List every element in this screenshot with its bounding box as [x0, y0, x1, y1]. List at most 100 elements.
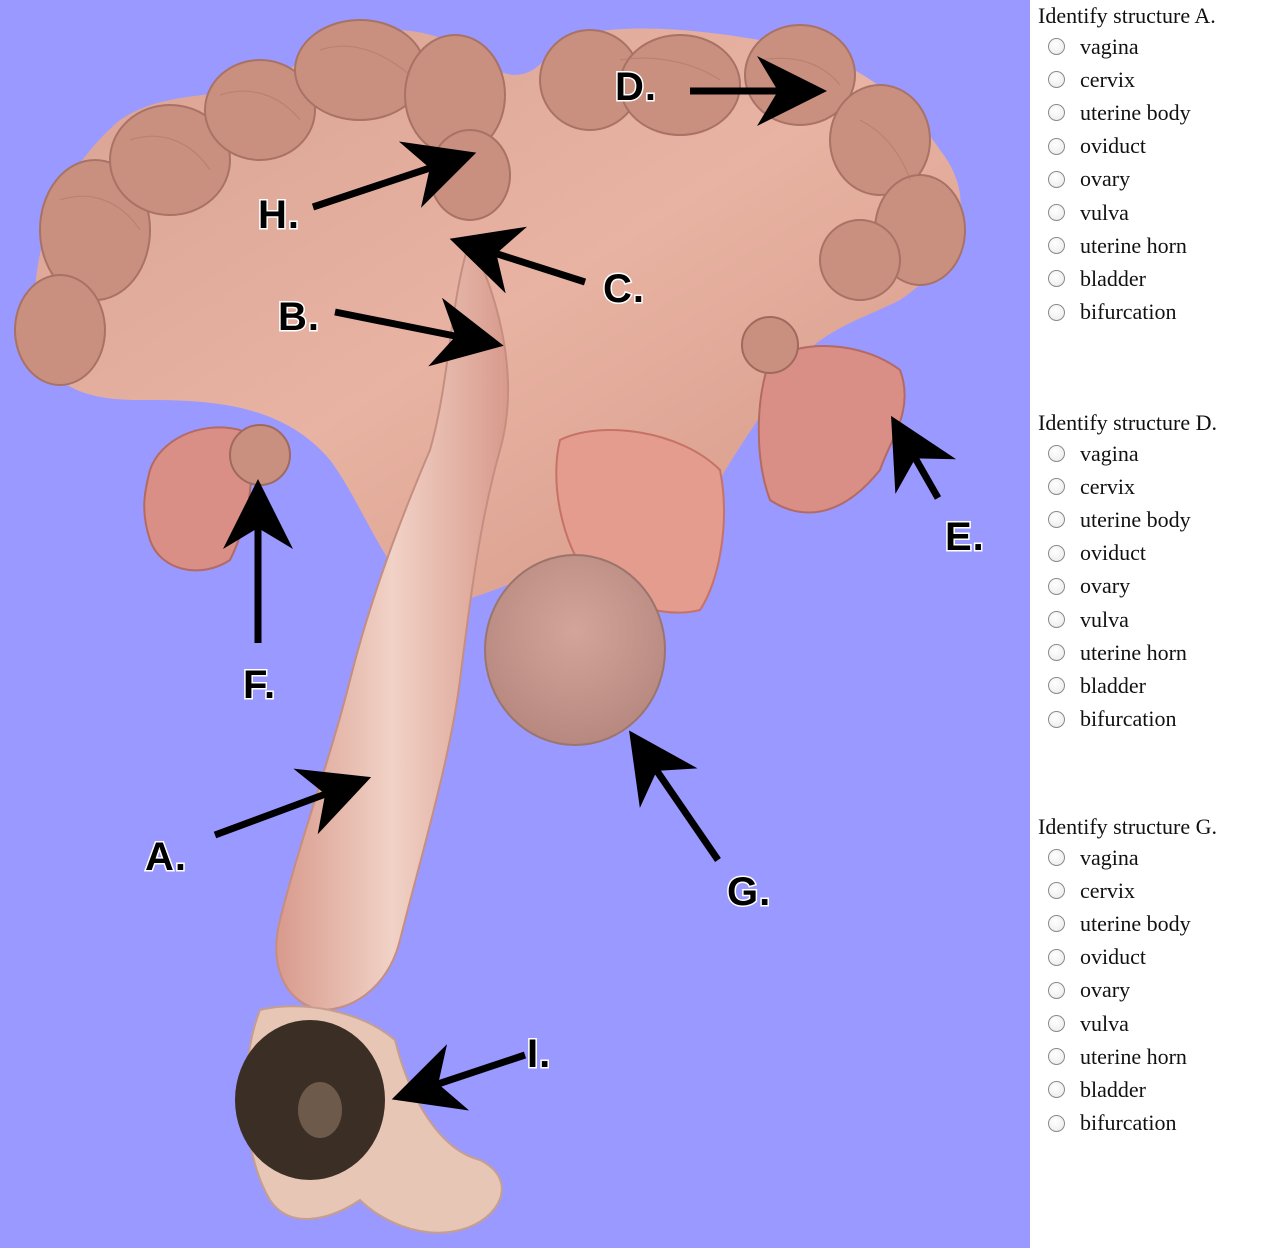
- option-cervix[interactable]: cervix: [1038, 470, 1276, 503]
- option-label: cervix: [1080, 877, 1135, 903]
- option-uterine-body[interactable]: uterine body: [1038, 96, 1276, 129]
- radio-button[interactable]: [1048, 237, 1065, 255]
- option-label: vagina: [1080, 440, 1139, 466]
- option-bladder[interactable]: bladder: [1038, 669, 1276, 702]
- option-label: bifurcation: [1080, 706, 1177, 732]
- radio-button[interactable]: [1048, 915, 1065, 933]
- radio-button[interactable]: [1048, 1081, 1065, 1099]
- question-prompt: Identify structure D.: [1038, 410, 1217, 435]
- option-ovary[interactable]: ovary: [1038, 163, 1276, 196]
- option-oviduct[interactable]: oviduct: [1038, 130, 1276, 163]
- option-label: uterine horn: [1080, 1043, 1187, 1069]
- option-bifurcation[interactable]: bifurcation: [1038, 1107, 1276, 1140]
- option-label: bladder: [1080, 672, 1146, 698]
- radio-button[interactable]: [1048, 882, 1065, 900]
- annotation-arrows: [213, 56, 957, 1111]
- option-label: ovary: [1080, 166, 1131, 192]
- question-g: Identify structure G. vagina cervix uter…: [1038, 813, 1276, 1140]
- option-label: uterine horn: [1080, 639, 1187, 665]
- option-label: oviduct: [1080, 540, 1146, 566]
- radio-button[interactable]: [1048, 71, 1065, 89]
- radio-button[interactable]: [1048, 478, 1065, 496]
- option-bifurcation[interactable]: bifurcation: [1038, 703, 1276, 736]
- radio-button[interactable]: [1048, 849, 1065, 867]
- option-vagina[interactable]: vagina: [1038, 30, 1276, 63]
- options-list: vagina cervix uterine body oviduct ovary…: [1038, 841, 1276, 1140]
- radio-button[interactable]: [1048, 511, 1065, 529]
- radio-button[interactable]: [1048, 710, 1065, 728]
- label-b: B.: [278, 295, 320, 339]
- radio-button[interactable]: [1048, 544, 1065, 562]
- radio-button[interactable]: [1048, 1114, 1065, 1132]
- radio-button[interactable]: [1048, 303, 1065, 321]
- radio-button[interactable]: [1048, 170, 1065, 188]
- option-bladder[interactable]: bladder: [1038, 262, 1276, 295]
- radio-button[interactable]: [1048, 1048, 1065, 1066]
- radio-button[interactable]: [1048, 981, 1065, 999]
- option-vulva[interactable]: vulva: [1038, 196, 1276, 229]
- option-label: oviduct: [1080, 133, 1146, 159]
- option-ovary[interactable]: ovary: [1038, 974, 1276, 1007]
- option-uterine-horn[interactable]: uterine horn: [1038, 1040, 1276, 1073]
- option-label: vulva: [1080, 1010, 1129, 1036]
- option-oviduct[interactable]: oviduct: [1038, 537, 1276, 570]
- radio-button[interactable]: [1048, 104, 1065, 122]
- label-i: I.: [527, 1032, 551, 1076]
- label-h: H.: [258, 193, 300, 237]
- label-a: A.: [145, 835, 187, 879]
- radio-button[interactable]: [1048, 577, 1065, 595]
- option-label: vulva: [1080, 606, 1129, 632]
- option-bifurcation[interactable]: bifurcation: [1038, 296, 1276, 329]
- option-label: vagina: [1080, 33, 1139, 59]
- option-vagina[interactable]: vagina: [1038, 437, 1276, 470]
- option-label: bifurcation: [1080, 1110, 1177, 1136]
- option-label: bladder: [1080, 1076, 1146, 1102]
- label-f: F.: [243, 663, 276, 707]
- option-label: uterine horn: [1080, 232, 1187, 258]
- radio-button[interactable]: [1048, 644, 1065, 662]
- option-bladder[interactable]: bladder: [1038, 1073, 1276, 1106]
- radio-button[interactable]: [1048, 38, 1065, 56]
- question-prompt: Identify structure A.: [1038, 3, 1216, 28]
- option-label: ovary: [1080, 977, 1131, 1003]
- right-oviduct: [757, 345, 906, 514]
- option-label: bladder: [1080, 265, 1146, 291]
- radio-button[interactable]: [1048, 270, 1065, 288]
- option-ovary[interactable]: ovary: [1038, 570, 1276, 603]
- radio-button[interactable]: [1048, 1015, 1065, 1033]
- radio-button[interactable]: [1048, 677, 1065, 695]
- option-oviduct[interactable]: oviduct: [1038, 941, 1276, 974]
- option-cervix[interactable]: cervix: [1038, 63, 1276, 96]
- label-g: G.: [727, 870, 771, 914]
- radio-button[interactable]: [1048, 445, 1065, 463]
- question-prompt: Identify structure G.: [1038, 814, 1217, 839]
- option-uterine-body[interactable]: uterine body: [1038, 907, 1276, 940]
- radio-button[interactable]: [1048, 204, 1065, 222]
- left-ovary: [229, 424, 291, 486]
- option-label: uterine body: [1080, 910, 1191, 936]
- option-uterine-horn[interactable]: uterine horn: [1038, 229, 1276, 262]
- option-label: vagina: [1080, 844, 1139, 870]
- option-label: uterine body: [1080, 99, 1191, 125]
- radio-button[interactable]: [1048, 948, 1065, 966]
- option-uterine-horn[interactable]: uterine horn: [1038, 636, 1276, 669]
- reproductive-tract-image: A. B. C. D. E. F. G. H. I.: [14, 19, 985, 1234]
- radio-button[interactable]: [1048, 611, 1065, 629]
- option-vulva[interactable]: vulva: [1038, 603, 1276, 636]
- option-label: vulva: [1080, 199, 1129, 225]
- quiz-panel: Identify structure A. vagina cervix uter…: [1030, 0, 1278, 1248]
- option-vulva[interactable]: vulva: [1038, 1007, 1276, 1040]
- option-label: uterine body: [1080, 506, 1191, 532]
- radio-button[interactable]: [1048, 137, 1065, 155]
- option-cervix[interactable]: cervix: [1038, 874, 1276, 907]
- option-label: oviduct: [1080, 944, 1146, 970]
- anatomy-figure: A. B. C. D. E. F. G. H. I.: [0, 0, 1030, 1248]
- label-d: D.: [615, 65, 657, 109]
- option-label: bifurcation: [1080, 299, 1177, 325]
- option-label: cervix: [1080, 66, 1135, 92]
- option-vagina[interactable]: vagina: [1038, 841, 1276, 874]
- question-d: Identify structure D. vagina cervix uter…: [1038, 409, 1276, 736]
- label-c: C.: [603, 267, 645, 311]
- bladder: [484, 554, 666, 746]
- option-uterine-body[interactable]: uterine body: [1038, 503, 1276, 536]
